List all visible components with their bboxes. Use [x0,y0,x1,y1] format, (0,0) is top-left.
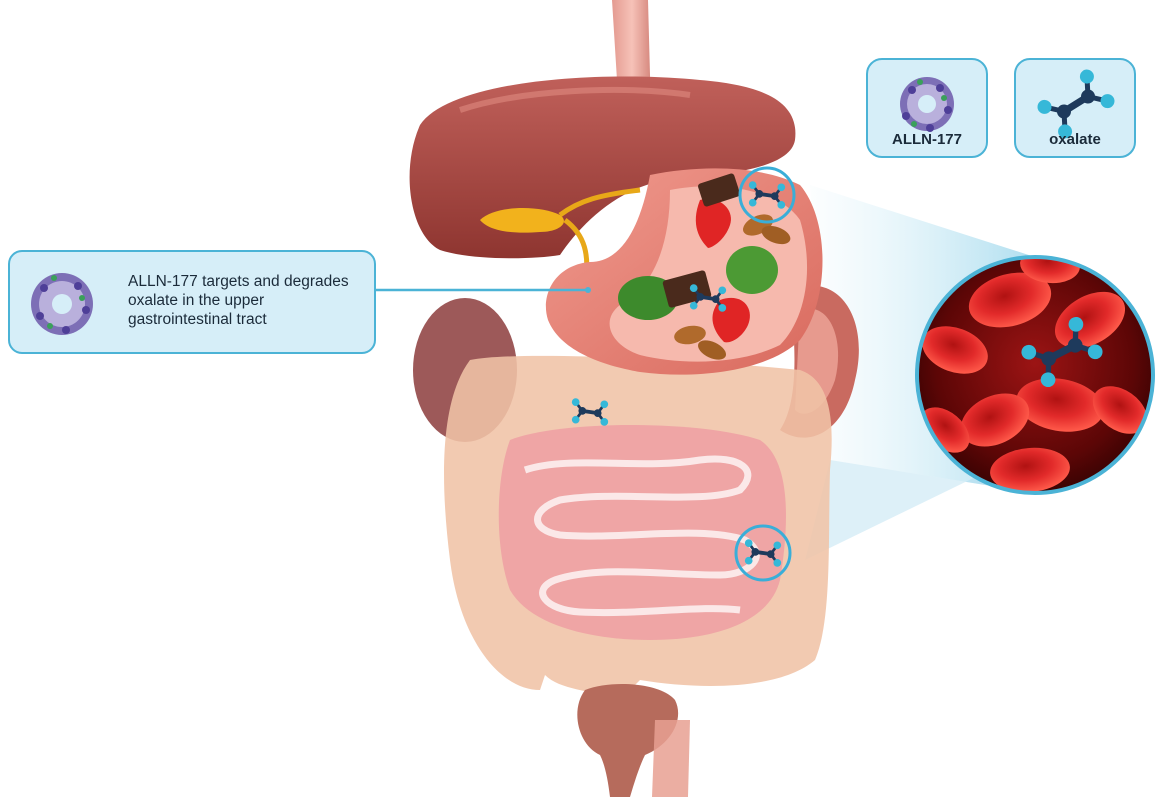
oxalate-molecule-icon [748,181,786,209]
oxalate-molecule-icon [1021,316,1103,388]
almond-icon [761,225,791,245]
legend-oxalate: oxalate [1014,58,1136,158]
red-blood-cell-icon [990,447,1070,493]
chocolate-icon [698,173,740,207]
callout-box: ALLN-177 targets and degrades oxalate in… [8,250,376,354]
oxalate-molecule-icon [744,539,782,567]
almond-icon [674,325,706,345]
intestine-folds [523,455,760,617]
zoom-beam-lower [805,460,1035,560]
callout-connector-dot [585,287,591,293]
red-blood-cell-icon [922,326,988,374]
red-blood-cell-icon [1020,257,1080,284]
oxalate-molecule-icon [571,398,609,426]
liver-highlight [459,87,691,113]
oxalate-molecule-icon [1037,69,1115,139]
bladder [577,684,679,797]
oxalate-highlight-ring [738,166,796,224]
red-blood-cell-icon [968,272,1052,328]
gallbladder [480,208,564,233]
enzyme-protein-icon [31,273,93,335]
blood-zoom-border [915,255,1155,495]
red-blood-cell-icon [960,393,1030,447]
blood-vessel-zoom [915,255,1155,495]
red-blood-cell-icon [1092,386,1148,434]
legend-alln177-label: ALLN-177 [891,131,962,148]
spinach-leaf-icon [726,246,778,294]
strawberry-icon [695,199,731,248]
stomach-contents [618,173,791,360]
spinach-leaf-icon [618,276,678,320]
almond-icon [697,340,727,360]
enzyme-protein-icon [900,77,954,132]
oxalate-molecule-icon [689,284,727,312]
callout-text: ALLN-177 targets and degrades oxalate in… [128,273,349,328]
oxalate-highlight-ring [734,524,792,582]
red-blood-cell-icon [1054,291,1126,349]
red-blood-cell-icon [1016,378,1104,432]
rectum [652,720,690,797]
legend-oxalate-label: oxalate [1049,131,1101,148]
legend-alln177: ALLN-177 [866,58,988,158]
